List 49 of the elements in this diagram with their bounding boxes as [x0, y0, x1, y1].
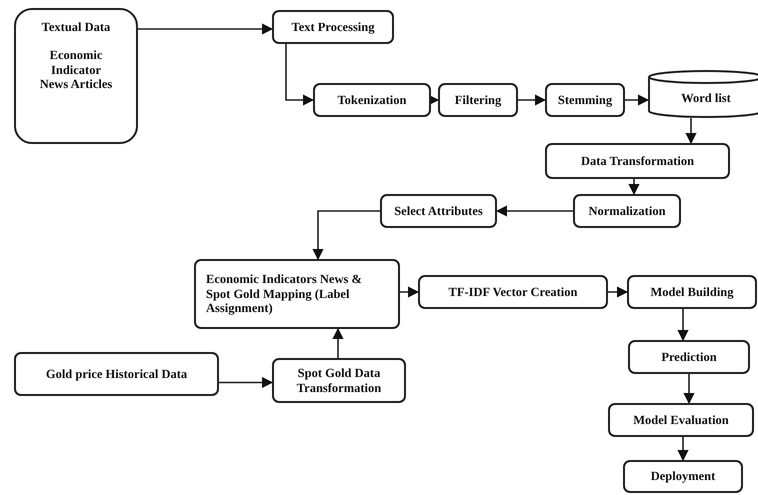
- arrow: [285, 44, 314, 106]
- process-box: [272, 358, 406, 403]
- box-label: TF-IDF Vector Creation: [448, 284, 578, 300]
- box-label: Normalization: [587, 204, 667, 218]
- process-box: [608, 403, 754, 437]
- box-label: Data Transformation: [580, 154, 696, 168]
- process-box: [14, 8, 138, 144]
- arrow: [685, 118, 697, 144]
- box-label: Gold price Historical Data: [44, 366, 188, 382]
- process-box: [380, 194, 497, 228]
- arrow: [312, 210, 380, 260]
- box-label: Model Building: [649, 284, 734, 300]
- arrow: [219, 376, 274, 388]
- arrow: [683, 374, 695, 404]
- box-label: Tokenization: [336, 92, 408, 108]
- process-box: [313, 83, 431, 117]
- box-label: Word list: [680, 90, 732, 106]
- box-label: Filtering: [454, 92, 502, 108]
- arrow: [496, 205, 573, 217]
- box-heading: Textual Data: [40, 20, 112, 34]
- box-label: Economic Indicators News & Spot Gold Mapping (Label Assignment): [205, 272, 363, 316]
- box-label: Economic Indicator News Articles: [38, 48, 114, 92]
- arrow: [518, 94, 546, 106]
- arrow: [400, 286, 420, 298]
- process-box: [438, 83, 518, 117]
- arrow: [677, 309, 689, 342]
- box-label: Model Evaluation: [632, 412, 730, 428]
- process-box: [628, 340, 750, 374]
- arrow: [628, 179, 640, 196]
- box-label: Spot Gold Data Transformation: [296, 366, 382, 395]
- arrow: [625, 94, 650, 106]
- box-label: Deployment: [650, 469, 716, 484]
- process-box: [627, 275, 757, 309]
- process-box: [272, 10, 394, 44]
- process-box: [623, 460, 743, 493]
- process-box: [14, 352, 219, 396]
- arrow: [677, 437, 689, 462]
- process-box: [194, 259, 400, 329]
- box-label: Text Processing: [290, 20, 376, 34]
- box-label: Select Attributes: [393, 204, 484, 218]
- box-label: Prediction: [660, 350, 718, 364]
- process-box: [545, 83, 625, 117]
- arrow: [608, 286, 628, 298]
- process-box: [418, 275, 608, 309]
- arrow: [332, 328, 344, 358]
- process-box: [573, 194, 681, 228]
- arrow: [138, 23, 274, 35]
- box-label: Stemming: [556, 92, 614, 108]
- process-box: [545, 143, 730, 179]
